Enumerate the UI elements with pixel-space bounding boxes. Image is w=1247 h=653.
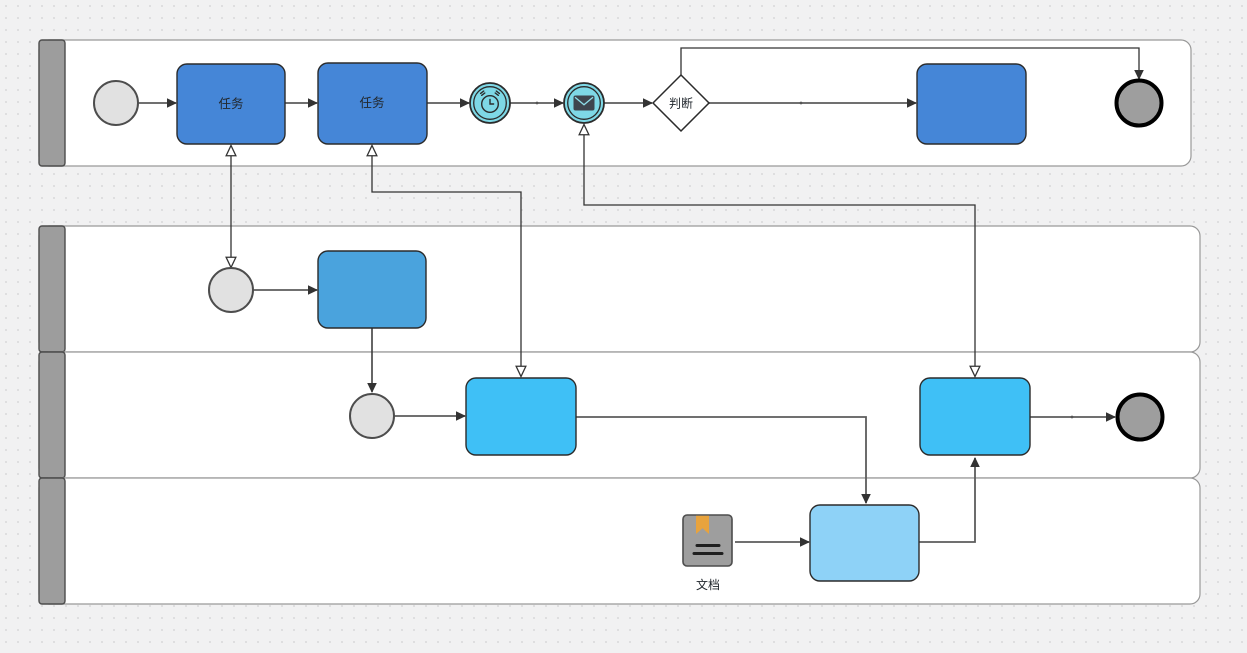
flow-box4-to-box3b[interactable] <box>919 457 980 543</box>
document-label: 文档 <box>696 577 720 592</box>
envelope-icon <box>573 95 595 111</box>
task-node-2[interactable]: 任务 <box>317 62 428 145</box>
assoc-message-box3b[interactable] <box>584 125 975 376</box>
timer-event[interactable] <box>469 82 511 124</box>
start-event-3[interactable] <box>349 393 395 439</box>
task-node-7[interactable] <box>809 504 920 582</box>
message-event-ring <box>567 86 601 120</box>
pool-2-lane-1-header[interactable] <box>38 225 66 353</box>
document-artifact[interactable]: 文档 <box>682 514 733 592</box>
task-node-4[interactable] <box>317 250 427 329</box>
waypoint-dot <box>535 101 539 105</box>
task-node-2-label: 任务 <box>359 95 384 110</box>
flow-box3a-to-box4[interactable] <box>576 416 871 504</box>
end-event-2[interactable] <box>1115 392 1165 442</box>
gateway-label: 判断 <box>669 96 693 111</box>
pool-1-header[interactable] <box>38 39 66 167</box>
task-node-1-label: 任务 <box>218 96 243 111</box>
message-event[interactable] <box>563 82 605 124</box>
task-node-1-shape[interactable] <box>176 63 286 145</box>
alarm-clock-icon <box>479 90 501 113</box>
assoc-task2-box3a[interactable] <box>372 146 521 376</box>
timer-event-ring <box>473 86 507 120</box>
start-event-1[interactable] <box>93 80 139 126</box>
gateway-node[interactable]: 判断 <box>651 73 711 133</box>
pool-2-lane-3-header[interactable] <box>38 477 66 605</box>
flow-gateway-top-to-end1[interactable] <box>680 47 1144 80</box>
end-event-1[interactable] <box>1114 78 1164 128</box>
pool-2-lane-3-body[interactable] <box>38 477 1201 605</box>
gateway-shape[interactable] <box>651 73 711 133</box>
pool-2-lane-2-header[interactable] <box>38 351 66 479</box>
waypoint-dot <box>799 101 803 105</box>
task-node-5[interactable] <box>465 377 577 456</box>
task-node-6[interactable] <box>919 377 1031 456</box>
start-event-2[interactable] <box>208 267 254 313</box>
task-node-2-shape[interactable] <box>317 62 428 145</box>
task-node-3[interactable] <box>916 63 1027 145</box>
document-bookmark-icon[interactable] <box>682 514 733 567</box>
waypoint-dot <box>1070 415 1074 419</box>
task-node-1[interactable]: 任务 <box>176 63 286 145</box>
